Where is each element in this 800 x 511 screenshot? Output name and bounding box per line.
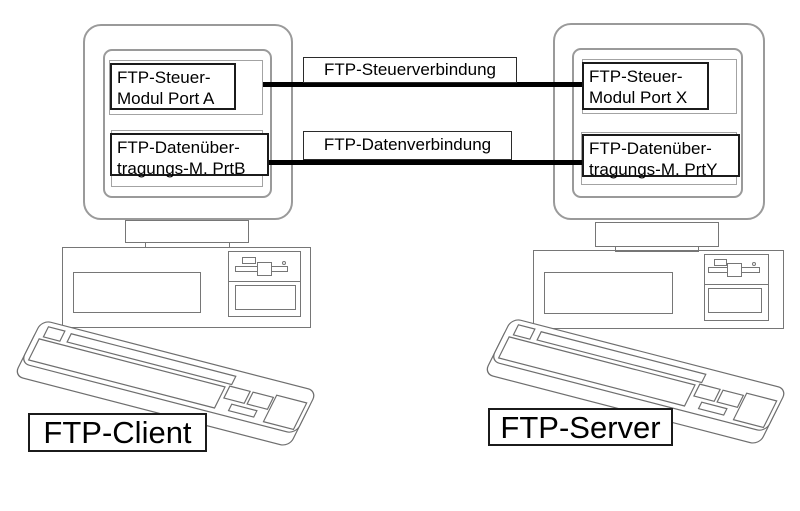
client-drive-bay [228, 251, 301, 317]
client-case-front-panel [73, 272, 201, 313]
client-case [62, 247, 311, 328]
server-power-led-icon [752, 262, 756, 266]
server-drive-bay-divider [704, 284, 769, 285]
server-steuer-module-line1: FTP-Steuer- [589, 67, 683, 86]
client-monitor-outline [83, 24, 293, 220]
server-label: FTP-Server [488, 408, 673, 446]
server-drive-bay [704, 254, 769, 321]
server-monitor-screen [572, 48, 743, 198]
client-eject-button-icon [257, 262, 272, 276]
server-steuer-module-line2: Modul Port X [589, 88, 688, 107]
control-connection-label: FTP-Steuerverbindung [303, 57, 517, 83]
server-lower-bay [708, 288, 762, 313]
server-steuer-module-box: FTP-Steuer- Modul Port X [582, 62, 709, 110]
client-daten-module-line1: FTP-Datenüber- [117, 138, 240, 157]
client-monitor-screen [103, 49, 272, 198]
client-label: FTP-Client [28, 413, 207, 452]
client-steuer-module-line2: Modul Port A [117, 89, 215, 108]
server-eject-button-icon [727, 263, 742, 277]
client-lower-bay [235, 285, 296, 310]
client-steuer-module-container [109, 60, 263, 115]
data-connection-label: FTP-Datenverbindung [303, 131, 512, 160]
client-steuer-module-box: FTP-Steuer- Modul Port A [110, 63, 236, 110]
client-daten-module-line2: tragungs-M. PrtB [117, 159, 246, 178]
client-steuer-module-line1: FTP-Steuer- [117, 68, 211, 87]
server-daten-module-line2: tragungs-M. PrtY [589, 160, 718, 179]
server-case-front-panel [544, 272, 673, 314]
client-power-led-icon [282, 261, 286, 265]
server-daten-module-box: FTP-Datenüber- tragungs-M. PrtY [582, 134, 740, 179]
data-connection-line [269, 160, 582, 165]
server-power-button-icon [714, 259, 727, 266]
client-drive-bay-divider [228, 281, 301, 282]
server-monitor-stand-base [615, 246, 699, 252]
server-monitor-outline [553, 23, 765, 220]
client-daten-module-box: FTP-Datenüber- tragungs-M. PrtB [110, 133, 269, 178]
client-power-button-icon [242, 257, 256, 264]
control-connection-line [263, 82, 582, 87]
server-daten-module-line1: FTP-Datenüber- [589, 139, 712, 158]
server-case [533, 250, 784, 329]
